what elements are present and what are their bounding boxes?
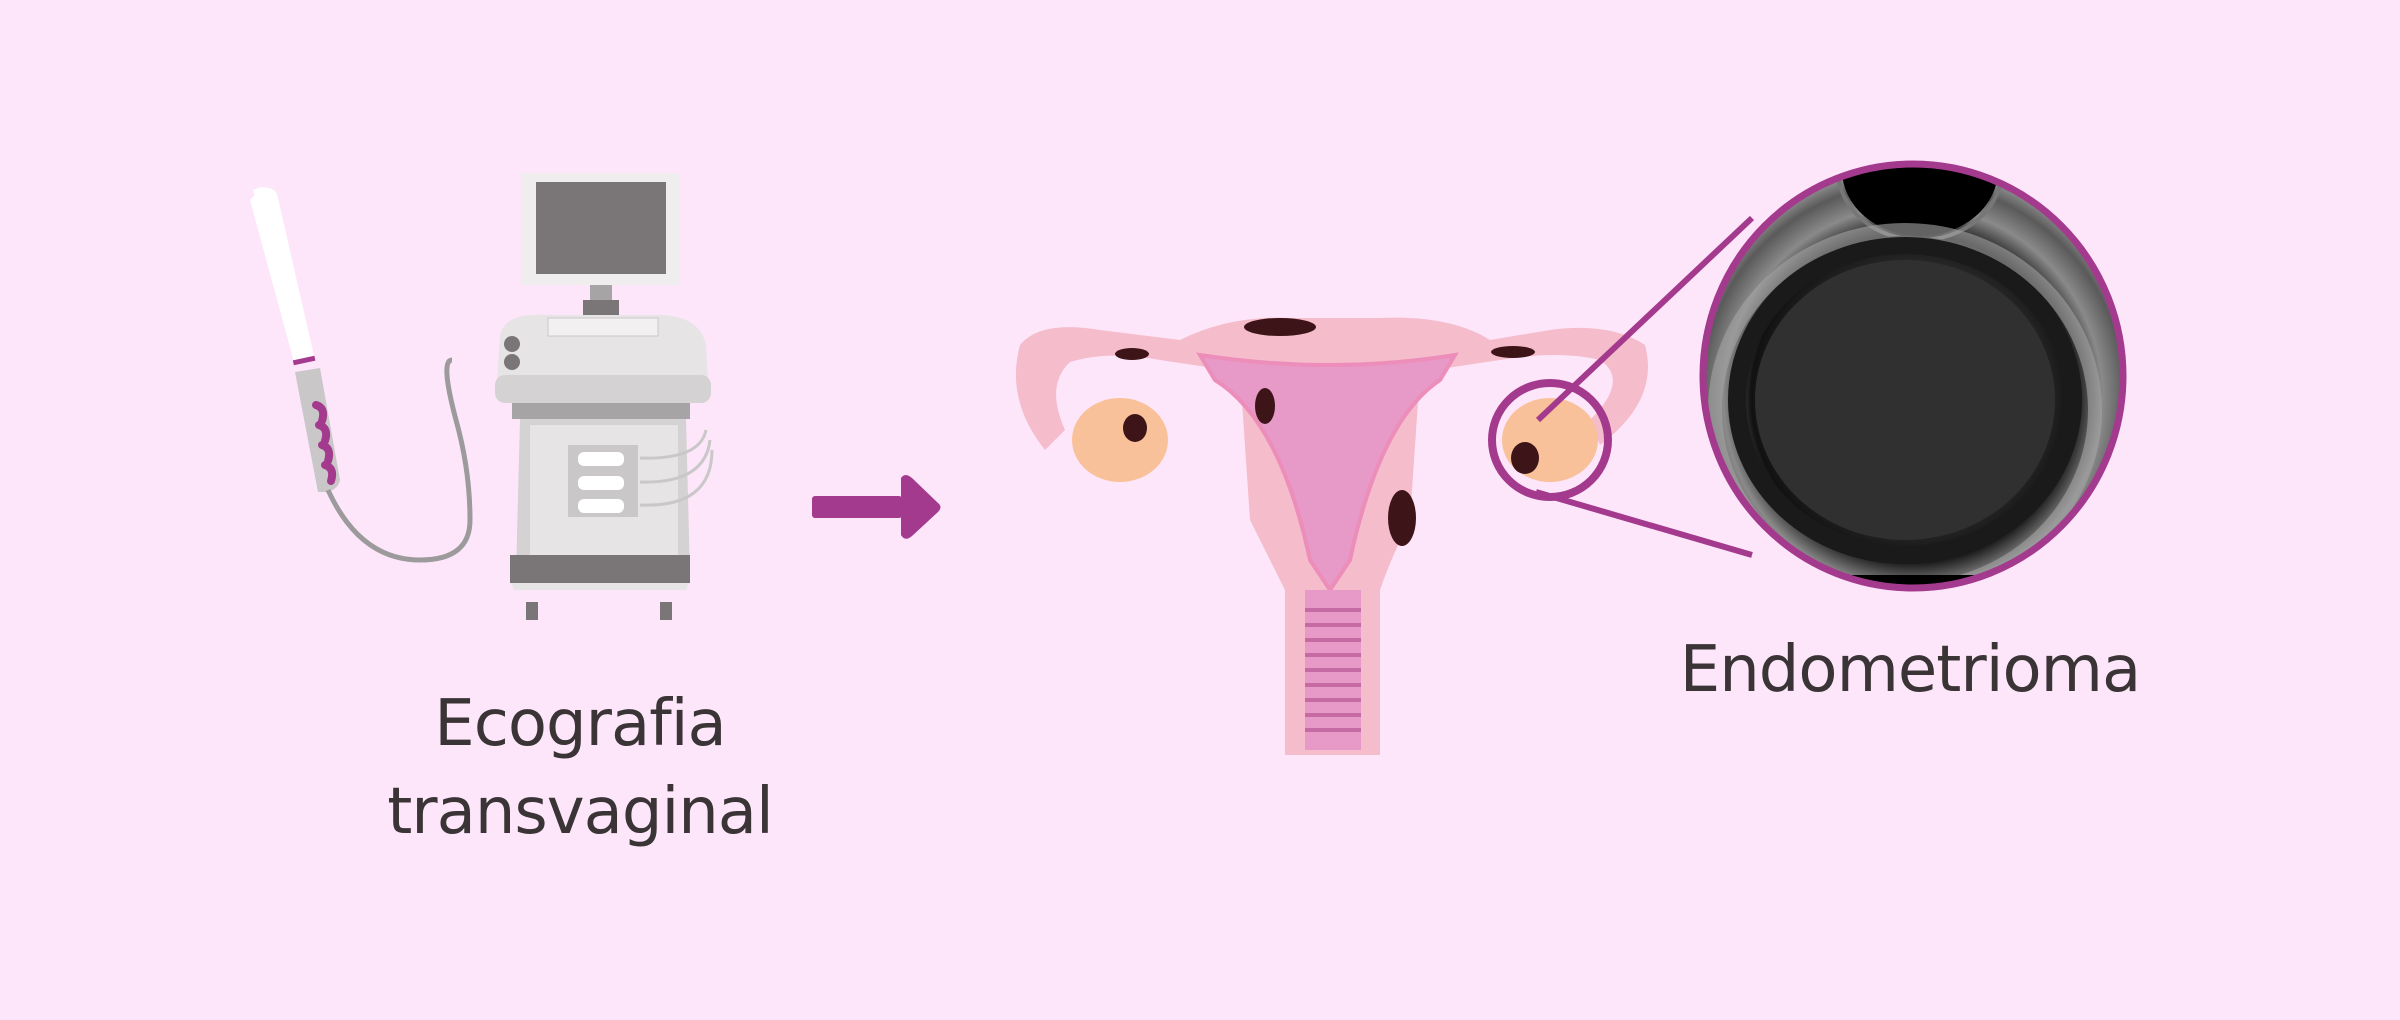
ultrasound-machine-icon — [495, 173, 714, 620]
ecografia-label: Ecografia transvaginal — [330, 680, 830, 856]
ultrasound-scan-image — [1699, 160, 2127, 592]
uterus-illustration — [1015, 317, 1648, 755]
magnifier-circle — [1488, 215, 1755, 558]
ecografia-label-line1: Ecografia — [434, 687, 726, 761]
arrow-right-icon — [812, 475, 941, 539]
endometrioma-label: Endometrioma — [1679, 633, 2141, 707]
transvaginal-probe-icon — [250, 187, 473, 563]
ecografia-label-line2: transvaginal — [387, 775, 774, 849]
